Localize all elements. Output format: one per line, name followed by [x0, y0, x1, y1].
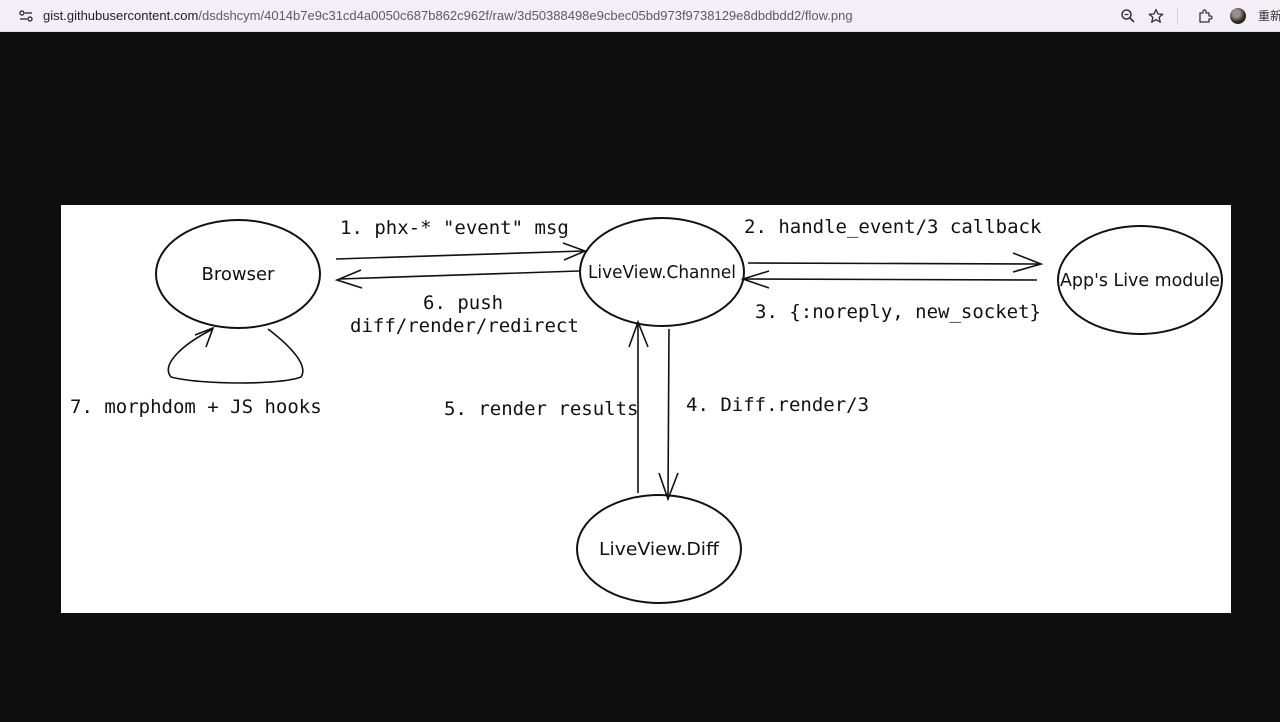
edge-1-label: 1. phx-* "event" msg: [340, 217, 569, 239]
edge-3-arrow: [740, 270, 1038, 289]
url-field[interactable]: gist.githubusercontent.com/dsdshcym/4014…: [43, 8, 1111, 23]
star-icon[interactable]: [1145, 5, 1167, 27]
edge-2-label: 2. handle_event/3 callback: [744, 216, 1042, 238]
edge-7-loop: [167, 326, 304, 384]
node-channel-label: LiveView.Channel: [588, 262, 736, 283]
zoom-icon[interactable]: [1117, 5, 1139, 27]
url-domain: gist.githubusercontent.com: [43, 8, 199, 23]
node-browser: Browser: [155, 219, 321, 329]
node-channel: LiveView.Channel: [579, 217, 745, 327]
edge-4-arrow: [658, 328, 679, 502]
node-app: App's Live module: [1057, 225, 1223, 335]
edge-4-label: 4. Diff.render/3: [686, 394, 869, 416]
profile-avatar[interactable]: [1230, 7, 1246, 24]
address-bar: gist.githubusercontent.com/dsdshcym/4014…: [0, 0, 1280, 32]
url-path: /dsdshcym/4014b7e9c31cd4a0050c687b862c96…: [198, 8, 853, 23]
node-browser-label: Browser: [202, 264, 276, 285]
overflow-label[interactable]: 重新: [1258, 9, 1280, 23]
edge-2-arrow: [747, 252, 1044, 273]
edge-6-label-line1: 6. push: [423, 292, 503, 314]
node-diff-label: LiveView.Diff: [599, 539, 720, 560]
node-app-label: App's Live module: [1060, 270, 1220, 291]
edge-3-label: 3. {:noreply, new_socket}: [755, 301, 1041, 323]
edge-5-arrow: [628, 319, 649, 493]
site-info-icon[interactable]: [17, 7, 35, 25]
extensions-icon[interactable]: [1194, 5, 1216, 27]
diagram-image: Browser LiveView.Channel App's Live modu…: [61, 205, 1231, 613]
edge-7-label: 7. morphdom + JS hooks: [70, 396, 322, 418]
edge-5-label: 5. render results: [444, 398, 638, 420]
edge-1-arrow: [335, 242, 588, 261]
edge-6-arrow: [334, 269, 580, 289]
node-diff: LiveView.Diff: [576, 494, 742, 604]
edge-6-label-line2: diff/render/redirect: [350, 315, 579, 337]
toolbar-divider: [1177, 6, 1178, 25]
